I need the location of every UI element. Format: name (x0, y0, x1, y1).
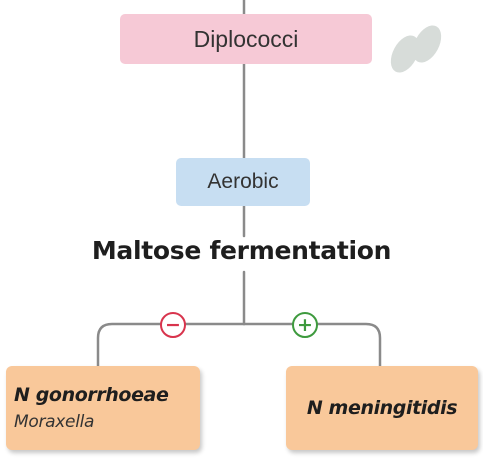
positive-sign-icon: + (292, 312, 318, 338)
branch-positive (242, 322, 382, 368)
test-heading: Maltose fermentation (91, 236, 392, 265)
negative-sign-icon: − (160, 312, 186, 338)
organism-gonorrhoeae: N gonorrhoeae (14, 384, 169, 406)
node-aerobic: Aerobic (176, 158, 310, 206)
node-positive-result: N meningitidis (286, 366, 478, 450)
node-negative-result: N gonorrhoeae Moraxella (6, 366, 200, 450)
node-diplococci: Diplococci (120, 14, 372, 64)
branch-negative (96, 322, 246, 368)
organism-moraxella: Moraxella (14, 412, 95, 432)
organism-meningitidis: N meningitidis (306, 397, 458, 419)
diplococci-icon (390, 25, 442, 73)
